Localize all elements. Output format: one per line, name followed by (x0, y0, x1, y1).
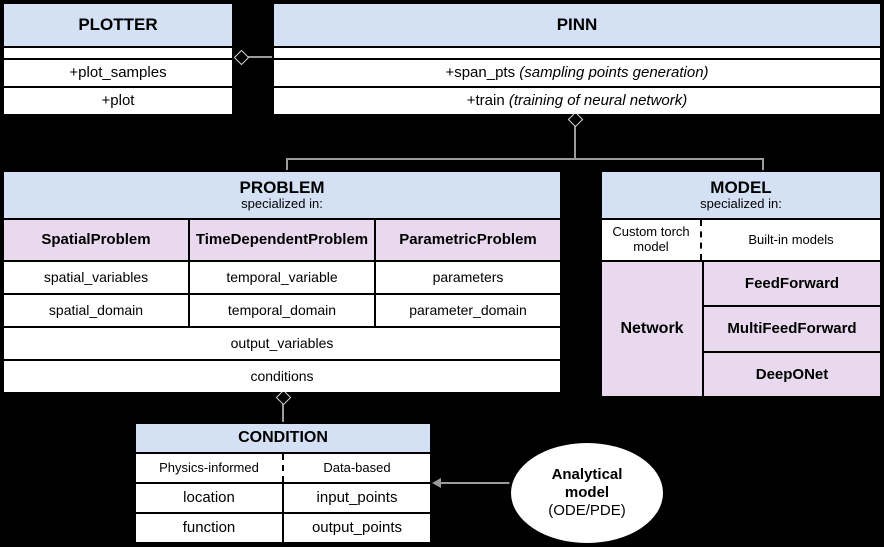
model-category-1: Built-in models (700, 220, 880, 260)
connector-bus-to-model (762, 158, 764, 172)
pinn-method-1: +train (training of neural network) (274, 86, 880, 114)
analytical-model-line-2: model (564, 484, 610, 502)
problem-attr-0-2: parameters (374, 262, 560, 293)
connector-pinn-down (574, 118, 576, 160)
pinn-method-1-note: (training of neural network) (508, 92, 688, 110)
problem-subtitle: specialized in: (241, 196, 323, 212)
condition-attr-0-0: location (183, 489, 235, 507)
problem-subclass-row: SpatialProblem TimeDependentProblem Para… (4, 218, 560, 260)
model-body-grid: Network FeedForward MultiFeedForward Dee… (602, 260, 880, 396)
pinn-method-0-note: (sampling points generation) (519, 64, 709, 82)
pinn-method-0: +span_pts (sampling points generation) (274, 58, 880, 86)
aggregation-diamond-plotter (233, 49, 250, 66)
model-builtin-0[interactable]: FeedForward (704, 262, 880, 306)
condition-attr-row-1: function output_points (136, 512, 430, 542)
class-box-condition[interactable]: CONDITION Physics-informed Data-based lo… (134, 422, 432, 544)
model-title: MODEL specialized in: (602, 172, 880, 218)
class-box-problem[interactable]: PROBLEM specialized in: SpatialProblem T… (2, 170, 562, 392)
problem-subclass-2[interactable]: ParametricProblem (374, 220, 560, 260)
problem-attr-1-2: parameter_domain (374, 295, 560, 326)
class-box-plotter[interactable]: PLOTTER +plot_samples +plot (2, 2, 234, 114)
model-subtitle: specialized in: (700, 196, 782, 212)
problem-attr-0-1: temporal_variable (188, 262, 374, 293)
connector-bus-horizontal (286, 158, 764, 160)
connector-plotter-pinn (240, 56, 274, 58)
condition-category-row: Physics-informed Data-based (136, 452, 430, 482)
arrowhead-icon (432, 478, 441, 488)
pinn-title: PINN (274, 4, 880, 46)
plotter-method-1: +plot (4, 86, 232, 114)
problem-subclass-1[interactable]: TimeDependentProblem (188, 220, 374, 260)
condition-attr-1-1: output_points (282, 514, 430, 542)
model-category-row: Custom torch model Built-in models (602, 218, 880, 260)
aggregation-diamond-pinn (567, 111, 584, 128)
problem-attr-1-0: spatial_domain (48, 302, 144, 319)
condition-attr-row-0: location input_points (136, 482, 430, 512)
model-builtin-2[interactable]: DeepONet (704, 350, 880, 396)
analytical-model-line-3: (ODE/PDE) (548, 501, 626, 519)
model-custom-network[interactable]: Network (602, 262, 702, 396)
condition-attr-1-0: function (182, 519, 236, 537)
class-box-pinn[interactable]: PINN +span_pts (sampling points generati… (272, 2, 882, 114)
pinn-attributes-compartment (274, 46, 880, 58)
model-builtin-list: FeedForward MultiFeedForward DeepONet (702, 262, 880, 396)
problem-shared-attr-0: output_variables (4, 326, 560, 359)
connector-analytical-condition (440, 482, 510, 484)
problem-title: PROBLEM specialized in: (4, 172, 560, 218)
condition-category-1: Data-based (282, 454, 430, 482)
problem-attr-1-1: temporal_domain (188, 295, 374, 326)
condition-title: CONDITION (136, 424, 430, 452)
connector-bus-to-problem (286, 158, 288, 172)
model-title-text: MODEL (710, 177, 772, 197)
condition-attr-0-1: input_points (282, 484, 430, 512)
problem-subclass-0[interactable]: SpatialProblem (4, 220, 188, 260)
aggregation-diamond-condition (275, 389, 292, 406)
problem-attr-row-1: spatial_domain temporal_domain parameter… (4, 293, 560, 326)
model-category-0: Custom torch model (612, 224, 690, 254)
model-builtin-1[interactable]: MultiFeedForward (704, 305, 880, 351)
pinn-method-0-name: +span_pts (445, 64, 516, 82)
class-box-model[interactable]: MODEL specialized in: Custom torch model… (600, 170, 882, 396)
analytical-model-ellipse[interactable]: Analytical model (ODE/PDE) (508, 440, 666, 546)
problem-attr-row-0: spatial_variables temporal_variable para… (4, 260, 560, 293)
problem-title-text: PROBLEM (239, 177, 325, 197)
problem-shared-attr-1: conditions (4, 359, 560, 392)
plotter-method-0: +plot_samples (4, 58, 232, 86)
pinn-method-1-name: +train (466, 92, 505, 110)
problem-attr-0-0: spatial_variables (43, 269, 149, 286)
analytical-model-line-1: Analytical (551, 466, 623, 484)
plotter-attributes-compartment (4, 46, 232, 58)
condition-category-0: Physics-informed (159, 459, 259, 475)
plotter-title: PLOTTER (4, 4, 232, 46)
connector-problem-condition (282, 396, 284, 424)
